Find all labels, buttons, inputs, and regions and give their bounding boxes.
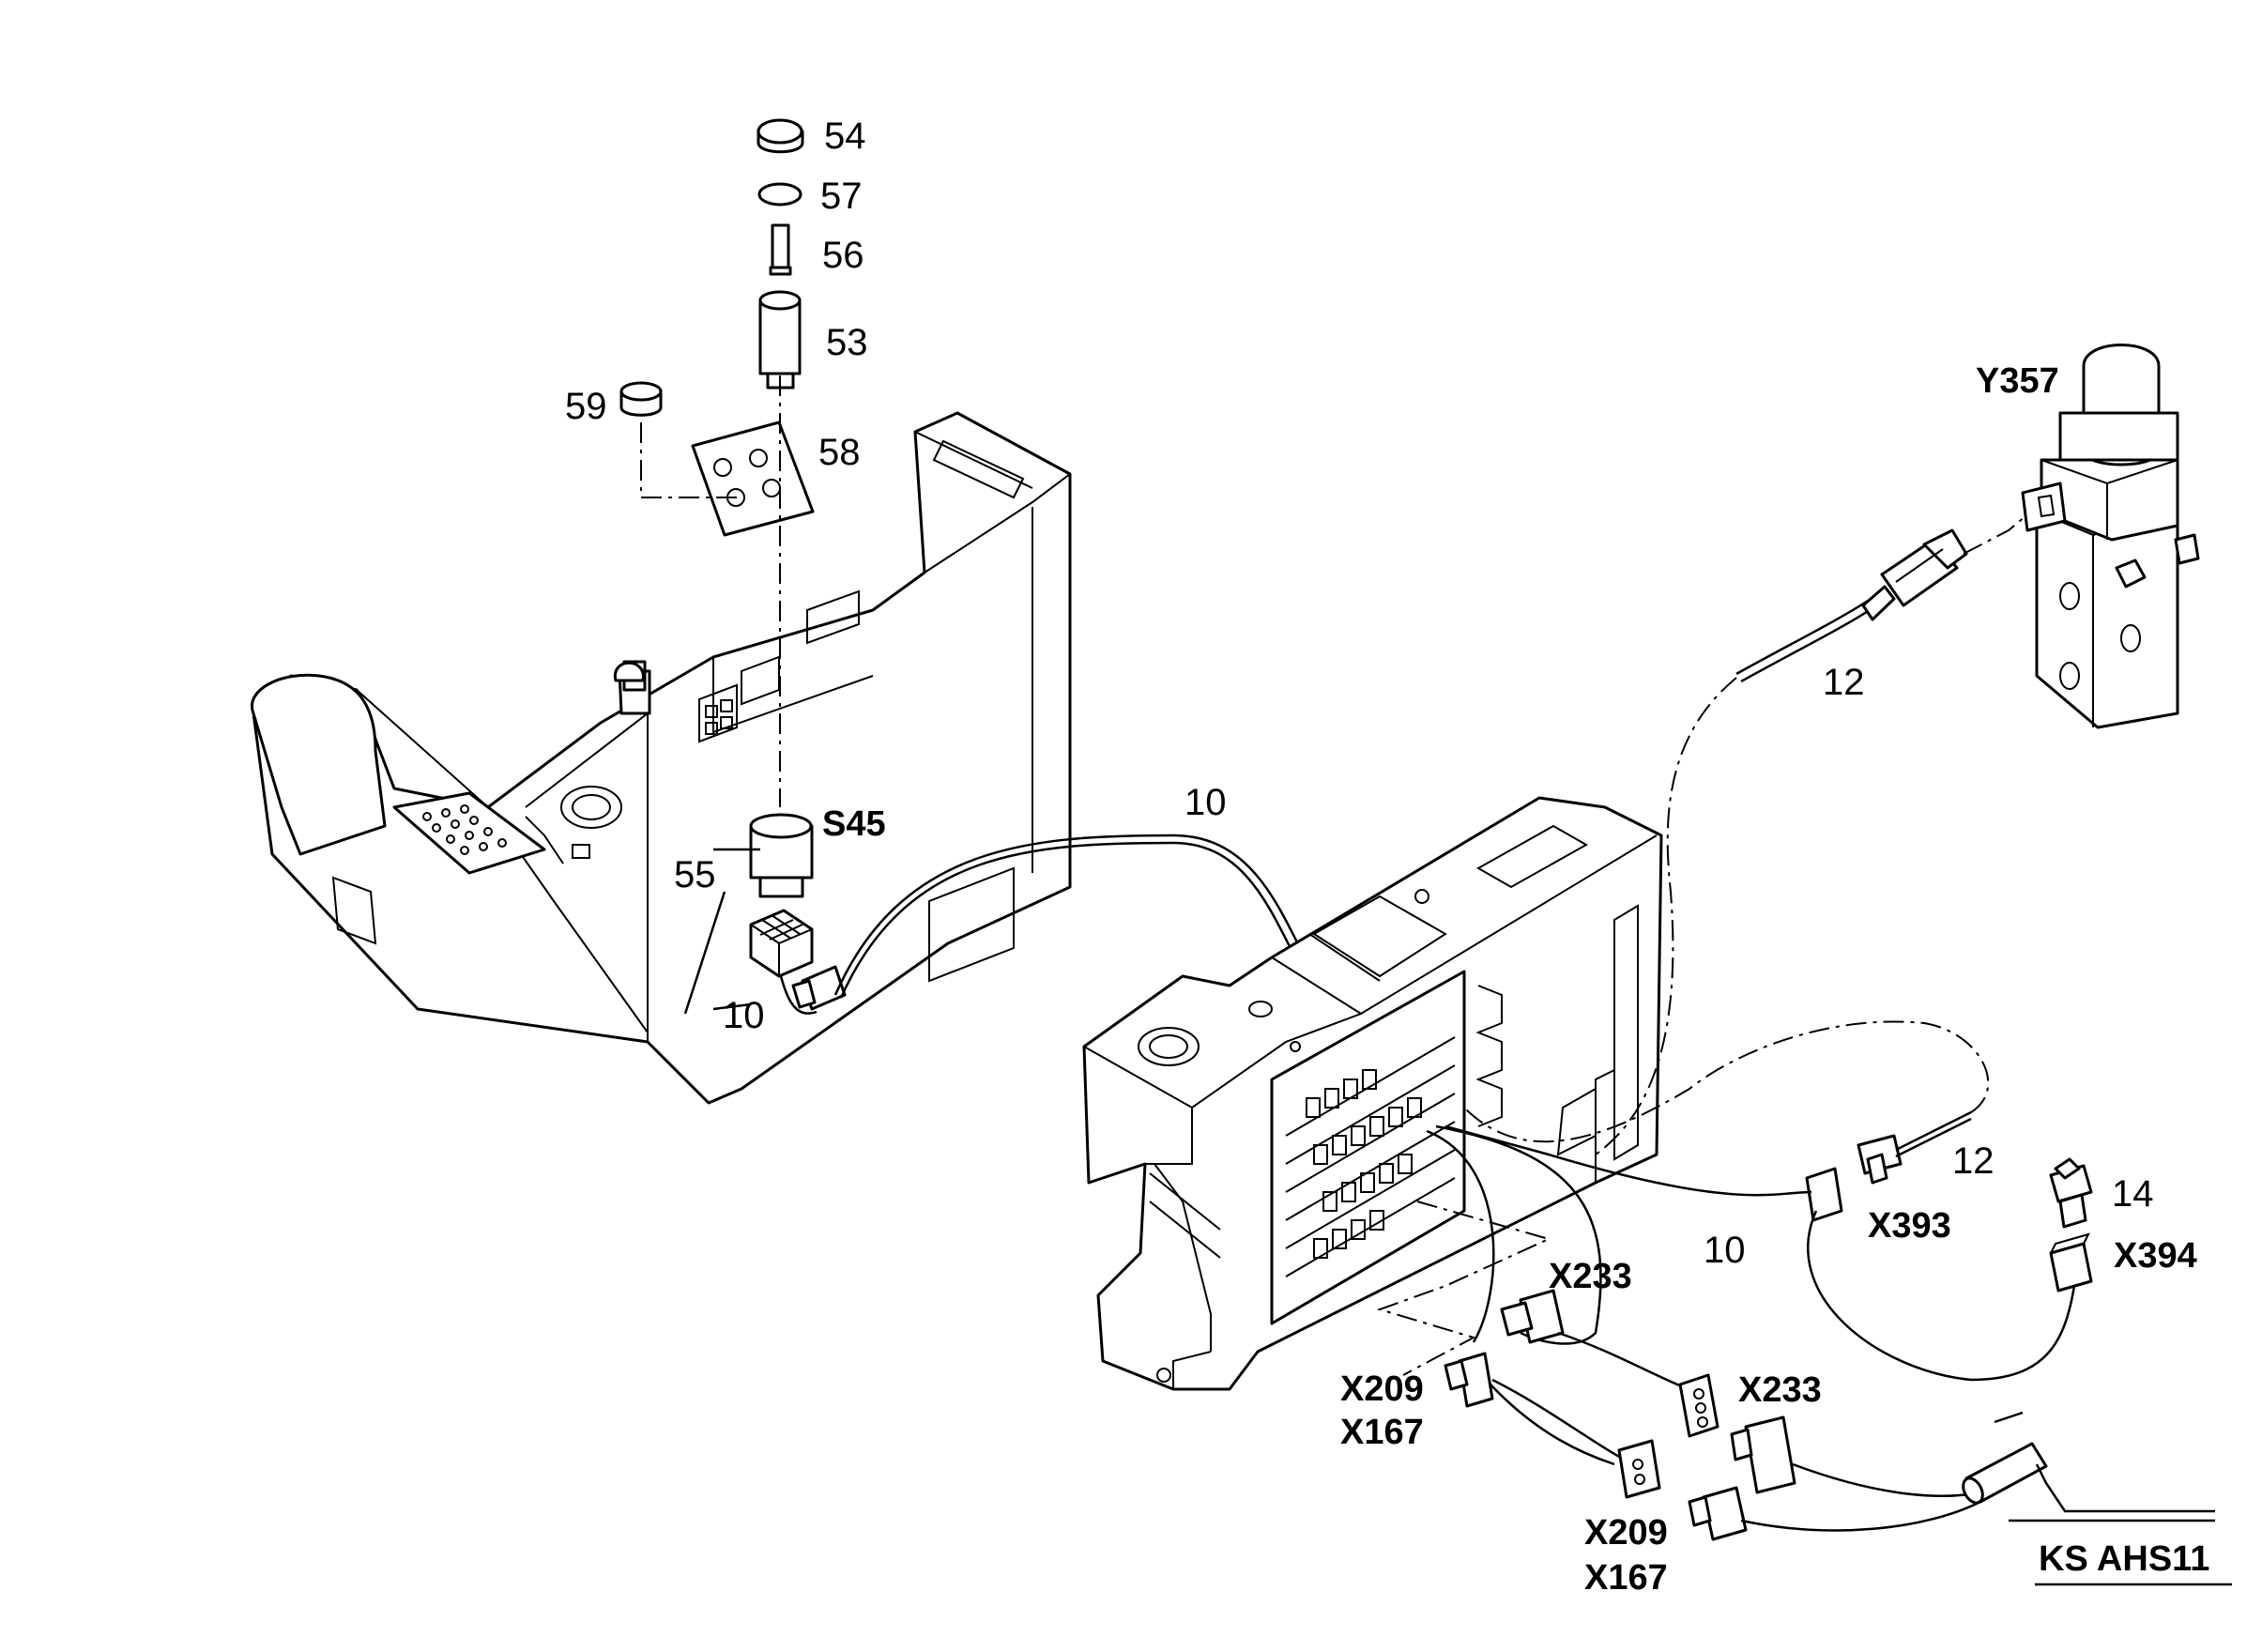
operator-console — [250, 411, 1072, 1105]
connector-x393-mate — [1857, 1134, 1903, 1185]
connector-x233-upper — [1500, 1289, 1565, 1344]
label-x393: X393 — [1868, 1206, 1951, 1246]
connector-14 — [2049, 1157, 2093, 1229]
part-number-58: 58 — [818, 432, 861, 473]
plug-connector — [791, 965, 847, 1011]
connector-x209-x167-upper — [1444, 1352, 1494, 1408]
part-number-10-console: 10 — [723, 995, 765, 1036]
part-number-57: 57 — [820, 176, 863, 217]
label-s45: S45 — [822, 804, 886, 844]
connector-x394 — [2049, 1232, 2093, 1293]
switch-s45 — [749, 813, 814, 898]
part-number-54: 54 — [824, 115, 866, 157]
connector-block — [749, 909, 814, 978]
bulb-56 — [769, 223, 792, 276]
part-number-56: 56 — [822, 235, 864, 276]
part-number-10-cable: 10 — [1184, 782, 1227, 823]
part-number-10-box: 10 — [1704, 1230, 1746, 1271]
connector-x233-right — [1730, 1415, 1796, 1494]
plug-59 — [619, 381, 663, 417]
label-x209-bottom: X209 — [1584, 1513, 1668, 1553]
label-x394: X394 — [2114, 1236, 2197, 1276]
part-number-53: 53 — [826, 322, 868, 363]
part-number-12-valve: 12 — [1823, 662, 1865, 703]
label-x233-upper: X233 — [1549, 1257, 1632, 1296]
part-number-59: 59 — [565, 386, 607, 427]
label-x167-bottom: X167 — [1584, 1558, 1668, 1598]
connector-x209-x167-right — [1688, 1486, 1748, 1541]
connector-x393 — [1805, 1167, 1843, 1222]
switch-housing-53 — [758, 290, 802, 390]
connector-x209-x167-lower — [1617, 1439, 1661, 1499]
cable-12-plug — [1735, 528, 1968, 683]
connector-x233-lower — [1678, 1373, 1719, 1438]
control-box — [1082, 796, 1663, 1391]
valve-y357 — [2021, 344, 2200, 729]
label-y357: Y357 — [1976, 361, 2059, 401]
label-x233-right: X233 — [1738, 1370, 1822, 1410]
label-ks-ahs11: KS AHS11 — [2039, 1539, 2209, 1579]
part-number-14: 14 — [2112, 1173, 2154, 1215]
o-ring-57 — [757, 182, 802, 206]
label-x209-left: X209 — [1340, 1369, 1424, 1409]
switch-cap-54 — [757, 118, 804, 154]
label-x167-left: X167 — [1340, 1413, 1424, 1452]
part-number-12-x393: 12 — [1952, 1140, 1995, 1182]
switch-plate-58 — [691, 421, 815, 537]
cable-sleeve-ks-ahs11 — [1962, 1442, 2048, 1505]
part-number-55: 55 — [674, 854, 716, 895]
